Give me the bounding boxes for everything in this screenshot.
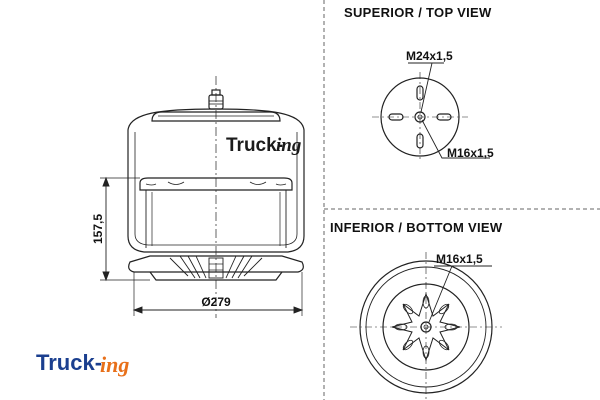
bottom-bolt-callout: M16x1,5 (436, 252, 483, 266)
piston-ribs (169, 255, 263, 279)
top-view (372, 62, 490, 162)
top-slot-right (436, 113, 452, 121)
bottom-rib-star (391, 292, 461, 362)
bellows-outer (127, 108, 305, 253)
view-dividers (323, 0, 600, 400)
bottom-bolt-leader (428, 265, 492, 323)
piston-top (139, 177, 293, 191)
bellows-inner (134, 132, 298, 246)
top-slot-left (388, 113, 404, 121)
logo-suffix: ing (100, 352, 129, 377)
air-fitting (208, 89, 224, 110)
bottom-view (350, 252, 502, 400)
lower-flange (128, 255, 304, 273)
top-slot-top (416, 85, 424, 101)
bottom-petals (394, 295, 458, 359)
top-stud-leader (408, 62, 444, 113)
body-brand-suffix: ing (276, 135, 301, 156)
height-label: 157,5 (91, 214, 105, 244)
height-dimension (100, 176, 150, 282)
top-stud-callout: M24x1,5 (406, 49, 453, 63)
bottom-center-bolt (420, 321, 432, 333)
top-slot-bottom (416, 133, 424, 149)
top-bolt-leader (421, 119, 490, 159)
piston-base (149, 271, 283, 281)
top-view-title: SUPERIOR / TOP VIEW (344, 5, 492, 20)
top-center-stud (414, 111, 426, 123)
diameter-label: Ø279 (201, 295, 231, 309)
logo-prefix: Truck- (36, 350, 102, 375)
brand-logo: Truck- ing (36, 350, 129, 377)
body-brand-prefix: Truck- (226, 135, 283, 156)
bottom-view-title: INFERIOR / BOTTOM VIEW (330, 220, 503, 235)
top-bolt-callout: M16x1,5 (447, 146, 494, 160)
side-view: Truck- ing (127, 76, 305, 318)
diameter-dimension (132, 272, 304, 316)
